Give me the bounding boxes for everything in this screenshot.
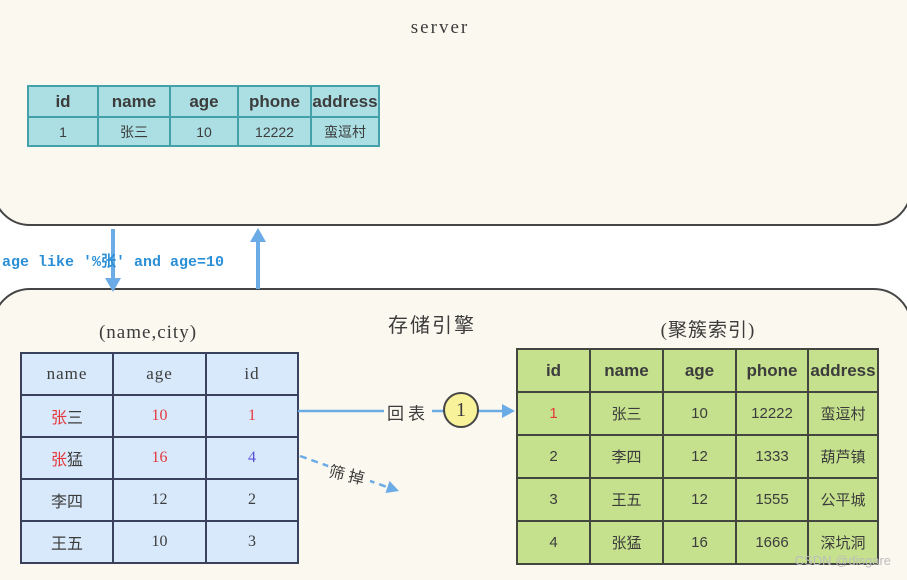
column-header: address — [310, 85, 380, 118]
table-cell: 1 — [27, 116, 99, 147]
step-badge: 1 — [443, 392, 479, 428]
column-header: age — [662, 348, 737, 393]
table-cell: 4 — [516, 520, 591, 565]
cell-text-segment: 猛 — [67, 452, 84, 469]
cell-text-segment: 1 — [549, 405, 558, 422]
cell-text-segment: 16 — [151, 449, 168, 466]
table-cell: 2 — [205, 478, 299, 522]
table-cell: 12 — [662, 477, 737, 522]
table-cell: 公平城 — [807, 477, 879, 522]
column-header: id — [27, 85, 99, 118]
table-cell: 1666 — [735, 520, 809, 565]
column-header: age — [112, 352, 207, 396]
column-header: phone — [237, 85, 312, 118]
table-cell: 10 — [112, 394, 207, 438]
table-cell: 1333 — [735, 434, 809, 479]
cell-text-segment: 10 — [151, 407, 168, 424]
table-cell: 1 — [205, 394, 299, 438]
column-header: id — [516, 348, 591, 393]
clustered-index-label: (聚簇索引) — [660, 320, 756, 341]
table-cell: 12222 — [237, 116, 312, 147]
query-condition-text: age like '%张' and age=10 — [2, 254, 225, 271]
table-cell: 李四 — [589, 434, 664, 479]
server-box-title: server — [410, 17, 470, 38]
column-header: id — [205, 352, 299, 396]
cell-text-segment: 三 — [67, 410, 84, 427]
cell-text-segment: 1 — [248, 407, 256, 424]
table-row: 张三 10 1 — [20, 394, 299, 438]
table-cell: 1 — [516, 391, 591, 436]
cell-text-segment: 4 — [248, 449, 256, 466]
table-cell: 深坑洞 — [807, 520, 879, 565]
table-cell: 12222 — [735, 391, 809, 436]
table-cell: 蛮逗村 — [807, 391, 879, 436]
column-header: name — [589, 348, 664, 393]
table-cell: 16 — [662, 520, 737, 565]
table-cell: 2 — [516, 434, 591, 479]
table-cell: 葫芦镇 — [807, 434, 879, 479]
table-cell: 3 — [205, 520, 299, 564]
table-cell: 4 — [205, 436, 299, 480]
table-cell: 张猛 — [589, 520, 664, 565]
column-header: phone — [735, 348, 809, 393]
column-header: address — [807, 348, 879, 393]
table-cell: 10 — [112, 520, 207, 564]
table-cell: 张三 — [20, 394, 114, 438]
table-cell: 3 — [516, 477, 591, 522]
table-cell: 12 — [112, 478, 207, 522]
table-cell: 李四 — [20, 478, 114, 522]
cell-text-segment: 张 — [50, 410, 67, 427]
column-header: age — [169, 85, 239, 118]
table-cell: 张三 — [97, 116, 171, 147]
table-cell: 张三 — [589, 391, 664, 436]
watermark: CSDN @disgare — [794, 553, 891, 568]
table-cell: 16 — [112, 436, 207, 480]
column-header: name — [97, 85, 171, 118]
table-cell: 张猛 — [20, 436, 114, 480]
result-up-arrow — [250, 228, 266, 289]
table-cell: 王五 — [589, 477, 664, 522]
table-cell: 10 — [662, 391, 737, 436]
table-cell: 10 — [169, 116, 239, 147]
secondary-index-label: (name,city) — [98, 322, 198, 343]
cell-text-segment: 张 — [50, 452, 67, 469]
table-cell: 12 — [662, 434, 737, 479]
column-header: name — [20, 352, 114, 396]
back-to-table-label: 回表 — [384, 398, 432, 426]
table-cell: 蛮逗村 — [310, 116, 380, 147]
table-cell: 王五 — [20, 520, 114, 564]
table-cell: 1555 — [735, 477, 809, 522]
storage-engine-title: 存储引擎 — [388, 315, 476, 337]
table-row: 张猛 16 4 — [20, 436, 299, 480]
